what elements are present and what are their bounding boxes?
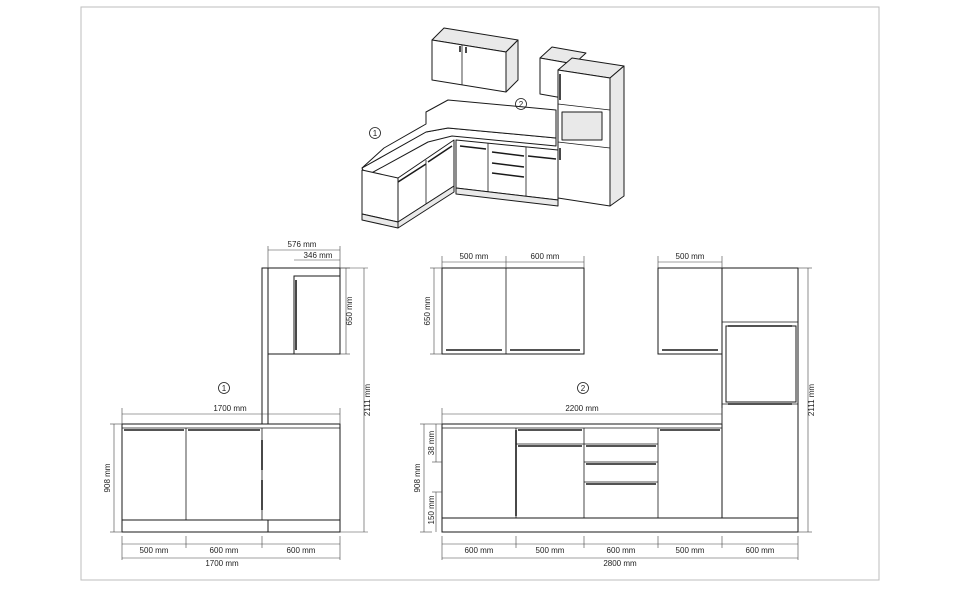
dim-counter-width-2: 2200 mm <box>565 404 599 413</box>
iso-wall-cabinets <box>431 27 519 93</box>
dim-top-drawer: 38 mm <box>427 430 436 455</box>
svg-text:2: 2 <box>519 100 524 109</box>
dim-total-width-2: 2800 mm <box>603 559 637 568</box>
dim-tall-depth: 576 mm <box>288 240 317 249</box>
dim-wall-c: 500 mm <box>676 252 705 261</box>
dim-seg-c: 600 mm <box>287 546 316 555</box>
iso-base-right <box>455 139 559 207</box>
dim-seg-e-2: 600 mm <box>746 546 775 555</box>
dim-seg-a-2: 600 mm <box>465 546 494 555</box>
dim-total-height: 2111 mm <box>363 384 372 416</box>
dim-seg-b: 600 mm <box>210 546 239 555</box>
elevation-2: 500 mm 600 mm 500 mm 650 mm 2 2200 mm 38… <box>413 252 816 568</box>
iso-marker-2: 2 <box>515 98 527 110</box>
iso-base-left <box>361 139 455 229</box>
dim-wall-depth: 346 mm <box>304 251 333 260</box>
dim-total-width: 1700 mm <box>205 559 239 568</box>
iso-tall-unit <box>539 46 625 207</box>
svg-text:1: 1 <box>373 129 378 138</box>
svg-text:2: 2 <box>581 384 586 393</box>
elev-marker-1: 1 <box>218 382 230 394</box>
isometric-view: 1 2 <box>361 27 625 229</box>
dim-total-height-2: 2111 mm <box>807 384 816 416</box>
dim-seg-b-2: 500 mm <box>536 546 565 555</box>
drawing-frame <box>80 6 880 581</box>
elevation-1: 576 mm 346 mm 650 mm 2111 mm 1 1700 mm 9… <box>103 240 372 568</box>
dim-counter-width: 1700 mm <box>213 404 247 413</box>
dim-wall-height: 650 mm <box>345 296 354 325</box>
dim-plinth: 150 mm <box>427 495 436 524</box>
svg-text:1: 1 <box>222 384 227 393</box>
dim-seg-c-2: 600 mm <box>607 546 636 555</box>
dim-seg-d-2: 500 mm <box>676 546 705 555</box>
dim-base-height-2: 908 mm <box>413 463 422 492</box>
dim-base-height: 908 mm <box>103 463 112 492</box>
iso-counter <box>361 99 557 177</box>
dim-wall-b: 600 mm <box>531 252 560 261</box>
dim-wall-height-2: 650 mm <box>423 296 432 325</box>
dim-seg-a: 500 mm <box>140 546 169 555</box>
elev-marker-2: 2 <box>577 382 589 394</box>
dim-wall-a: 500 mm <box>460 252 489 261</box>
iso-marker-1: 1 <box>369 127 381 139</box>
